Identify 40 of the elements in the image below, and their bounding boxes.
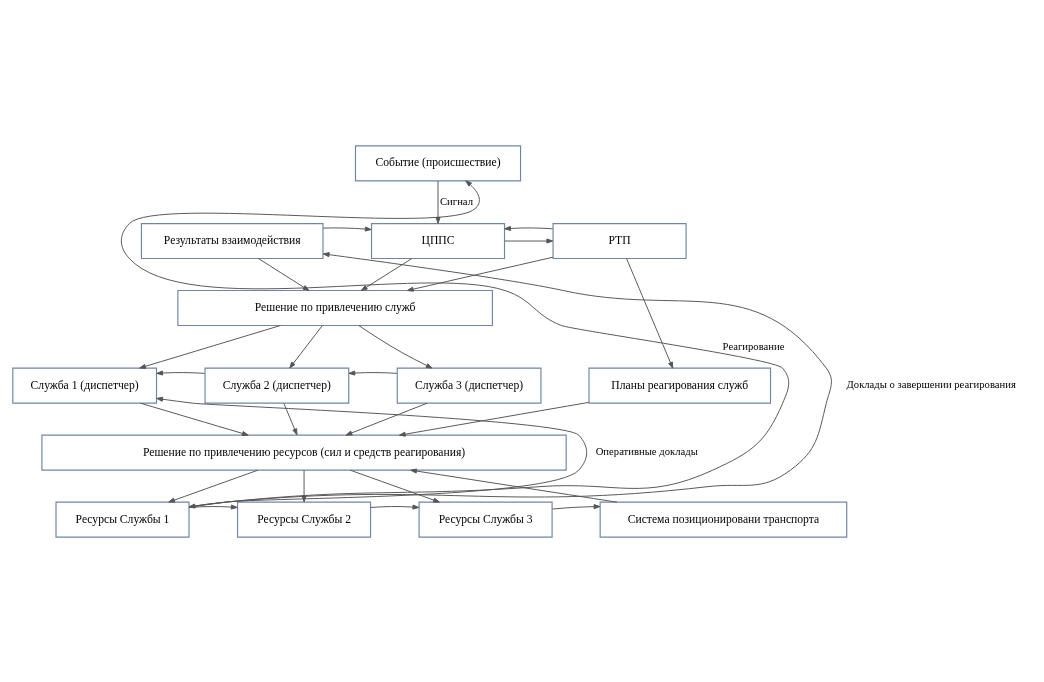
arrow: [139, 324, 281, 369]
arrow: [626, 257, 674, 369]
node-box: Ресурсы Службы 3: [418, 501, 553, 538]
arrow: [358, 324, 433, 369]
arrow: [156, 370, 206, 376]
node-box: Результаты взаимодействия: [140, 222, 324, 259]
arrow: [398, 401, 590, 437]
node-box: Система позиционировани транспорта: [599, 501, 848, 538]
node-box: РТП: [552, 222, 687, 259]
node-box: Событие (происшествие): [354, 144, 522, 181]
edge-label: Доклады о завершении реагирования: [846, 377, 1016, 390]
arrow: [348, 370, 398, 376]
arrow: [435, 180, 441, 224]
arrow: [552, 503, 601, 510]
arrow: [406, 256, 554, 292]
node-box: Планы реагирования служб: [588, 367, 772, 404]
arrow: [257, 257, 310, 291]
arrow: [504, 238, 554, 244]
arrow: [370, 504, 420, 510]
arrow: [345, 402, 428, 436]
node-box: ЦППС: [370, 222, 506, 259]
node-box: Ресурсы Службы 2: [236, 501, 372, 538]
arrow: [140, 402, 249, 436]
arrow: [283, 402, 298, 435]
node-box: Решение по привлечению ресурсов (сил и средств реагирования): [41, 434, 567, 471]
arrow: [504, 225, 554, 231]
edge-label: Оперативные доклады: [595, 444, 698, 457]
arrow: [349, 469, 440, 503]
arrow: [322, 226, 372, 232]
node-box: Ресурсы Службы 1: [55, 501, 190, 538]
arrow: [168, 469, 259, 503]
node-box: Решение по привлечению служб: [177, 289, 493, 326]
node-box: Служба 1 (диспетчер): [12, 367, 158, 404]
arrow: [360, 257, 413, 291]
node-box: Служба 3 (диспетчер): [396, 367, 542, 404]
edge-label: Сигнал: [439, 194, 473, 207]
arrow: [410, 468, 618, 503]
arrow: [289, 324, 323, 368]
edge-label: Реагирование: [722, 339, 785, 352]
node-box: Служба 2 (диспетчер): [204, 367, 350, 404]
